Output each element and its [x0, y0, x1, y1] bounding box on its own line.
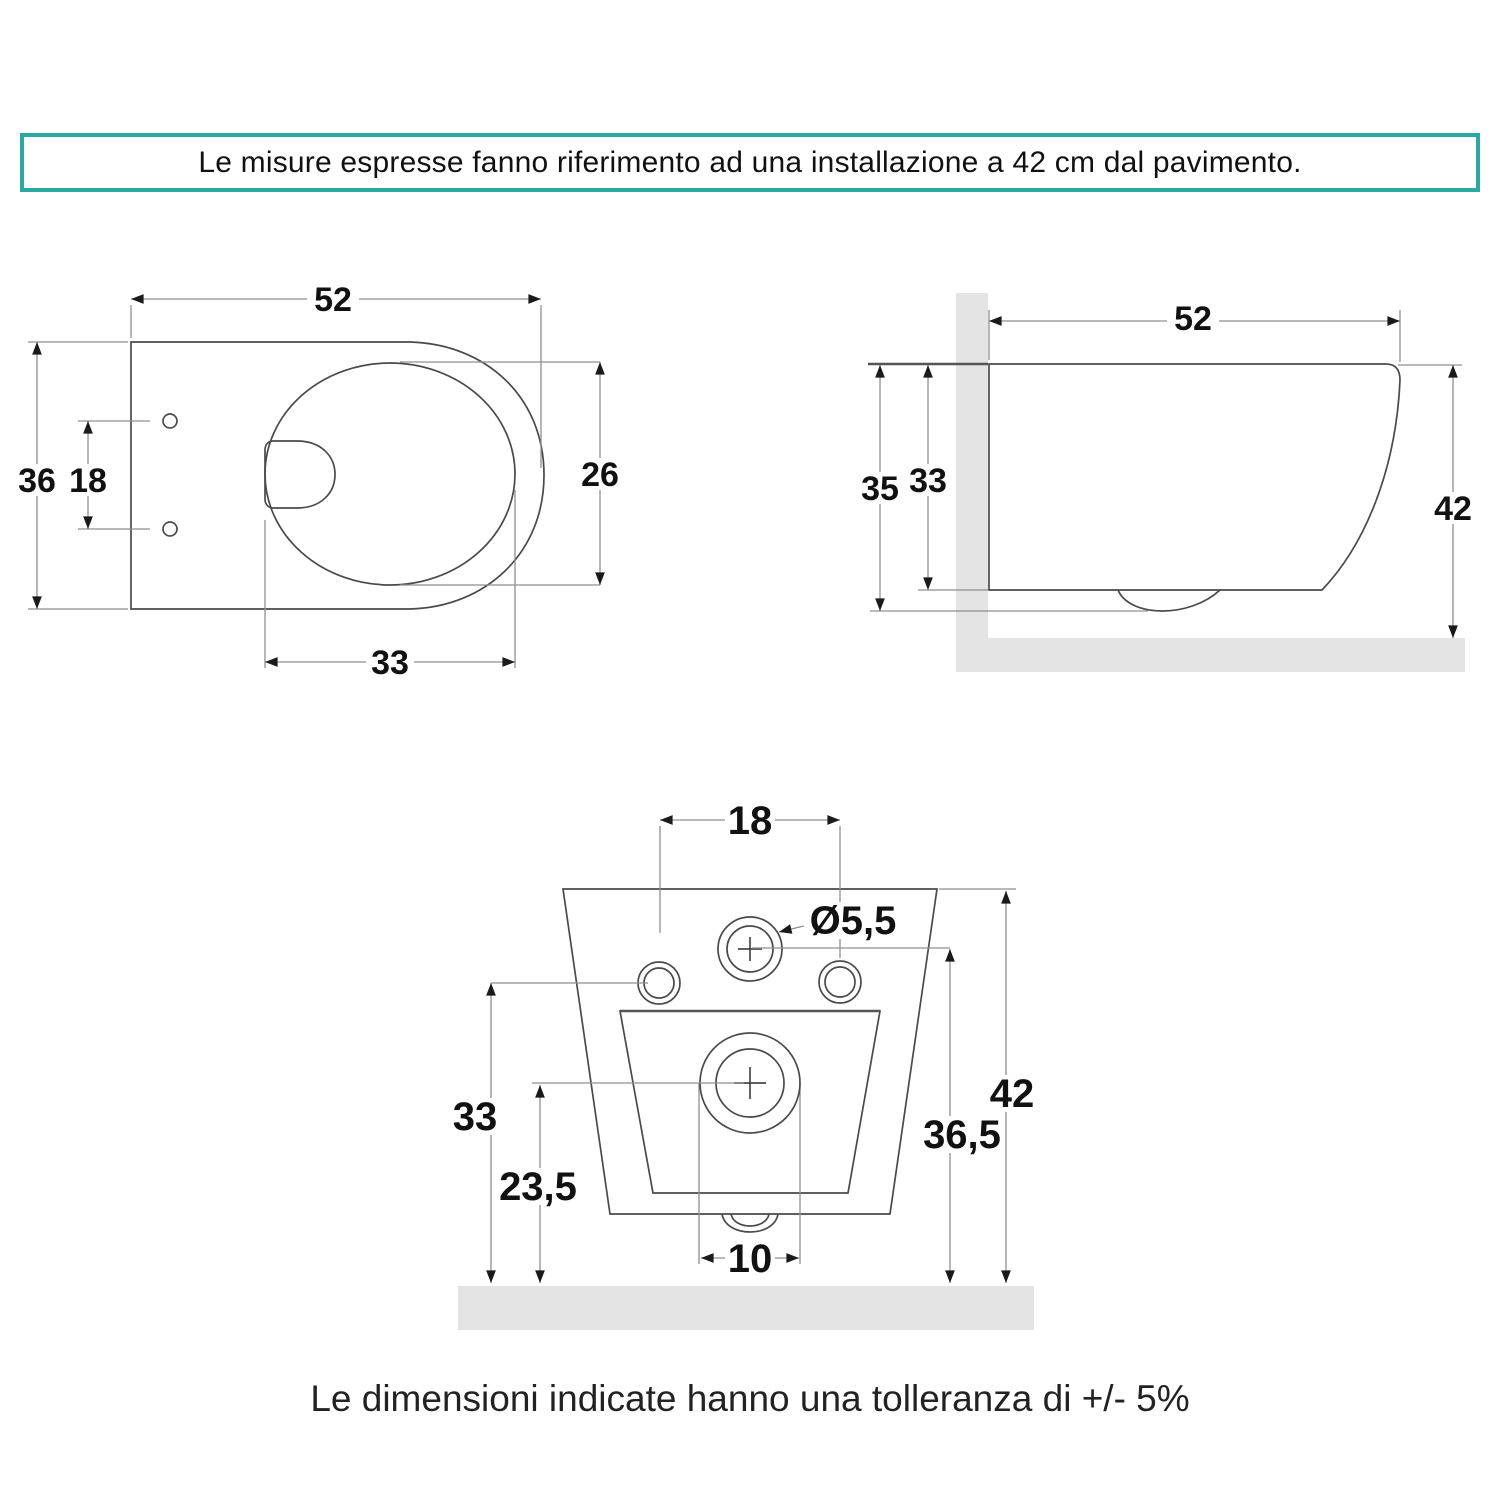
- fixing-hole-top: [162, 413, 178, 429]
- plan-label-26: 26: [576, 456, 624, 494]
- svg-text:26: 26: [581, 456, 619, 494]
- svg-text:52: 52: [1174, 300, 1212, 338]
- plan-label-18: 18: [66, 462, 110, 500]
- svg-text:42: 42: [1434, 490, 1472, 528]
- side-label-52: 52: [1167, 300, 1219, 338]
- trap-outlet-arc: [1117, 589, 1221, 612]
- drain-opening-d-shape: [264, 440, 336, 509]
- toilet-plan-outline: [130, 341, 545, 610]
- svg-text:18: 18: [69, 462, 107, 500]
- svg-text:33: 33: [371, 644, 409, 682]
- svg-text:35: 35: [861, 470, 899, 508]
- installation-note-text: Le misure espresse fanno riferimento ad …: [198, 145, 1302, 179]
- toilet-side-outline: [988, 363, 1401, 591]
- rear-body-outline: [562, 888, 938, 1215]
- rear-view: 18 Ø5,5 33 23,5 36,5 42: [449, 799, 1039, 1330]
- rear-fixing-hole-right: [818, 960, 862, 1004]
- rear-label-10: 10: [725, 1237, 775, 1281]
- rear-label-42: 42: [985, 1072, 1039, 1116]
- svg-text:23,5: 23,5: [499, 1165, 577, 1209]
- rear-label-18: 18: [725, 799, 775, 843]
- side-label-33: 33: [906, 462, 950, 500]
- svg-text:36,5: 36,5: [923, 1113, 1001, 1157]
- rear-label-36-5: 36,5: [919, 1113, 1005, 1157]
- svg-text:Ø5,5: Ø5,5: [810, 899, 897, 943]
- side-view: 52 35 33 42: [856, 293, 1477, 672]
- drain-outlet-bump-outer: [721, 1213, 779, 1233]
- rear-label-33: 33: [449, 1095, 501, 1139]
- side-label-35: 35: [856, 470, 904, 508]
- plan-label-52: 52: [307, 281, 359, 319]
- water-inlet-hole: [717, 916, 783, 982]
- installation-note-banner: Le misure espresse fanno riferimento ad …: [20, 133, 1480, 192]
- plan-view: 52 36 18 26 33: [13, 281, 624, 682]
- rear-label-23-5: 23,5: [496, 1165, 580, 1209]
- rear-label-hole-diameter: Ø5,5: [804, 899, 902, 943]
- svg-text:33: 33: [453, 1095, 498, 1139]
- floor-surface: [458, 1286, 1034, 1330]
- svg-text:18: 18: [728, 799, 773, 843]
- svg-text:52: 52: [314, 281, 352, 319]
- svg-text:36: 36: [18, 462, 56, 500]
- plan-label-36: 36: [13, 462, 61, 500]
- svg-text:42: 42: [990, 1072, 1035, 1116]
- svg-text:33: 33: [909, 462, 947, 500]
- drain-outlet-bump-inner: [730, 1213, 770, 1227]
- side-label-42: 42: [1429, 490, 1477, 528]
- svg-text:10: 10: [728, 1237, 773, 1281]
- tolerance-caption-text: Le dimensioni indicate hanno una tollera…: [310, 1378, 1190, 1419]
- plan-label-33: 33: [366, 644, 414, 682]
- fixing-hole-bottom: [162, 521, 178, 537]
- tolerance-caption: Le dimensioni indicate hanno una tollera…: [0, 1378, 1500, 1420]
